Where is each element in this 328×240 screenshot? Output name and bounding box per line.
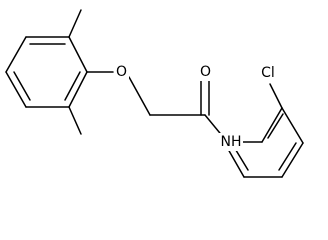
- ring-b-bond-3: [281, 142, 304, 178]
- ring-a-bond-5: [5, 36, 27, 73]
- ether-oxygen-to-methylene-bond: [128, 76, 151, 116]
- methyl-bond-top: [68, 9, 82, 38]
- ring-a-bond-2: [68, 71, 88, 108]
- chemical-structure-diagram: O O NH Cl: [5, 9, 304, 178]
- chlorine-label-bg: [256, 64, 280, 82]
- methyl-bond-bottom: [68, 106, 82, 135]
- ring-b-bond-2: [281, 107, 304, 144]
- acetamide-chain: [86, 71, 263, 143]
- atom-labels: O O NH Cl: [114, 63, 280, 151]
- ring-a-double-2: [64, 71, 81, 101]
- ether-oxygen-atom: O: [114, 63, 129, 81]
- ring-a-double-3: [13, 71, 31, 101]
- ring-a-bond-1: [68, 36, 88, 73]
- amide-nitrogen-label-bg: [219, 133, 243, 151]
- amide-nitrogen-label: NH: [221, 134, 242, 150]
- ether-oxygen-label-bg: [114, 63, 129, 81]
- chlorine-atom: Cl: [256, 64, 280, 82]
- ether-oxygen-label: O: [116, 64, 127, 80]
- ring-b-double-2: [278, 142, 297, 171]
- ring-a-bond-4: [5, 71, 27, 108]
- carbonyl-oxygen-label-bg: [198, 64, 213, 81]
- dimethylphenyl-ring: [5, 9, 88, 135]
- carbonyl-oxygen-label: O: [200, 64, 211, 80]
- ring-b-double-1: [267, 113, 284, 139]
- amide-nitrogen-atom: NH: [219, 133, 243, 151]
- carbonyl-oxygen-atom: O: [198, 64, 213, 81]
- chlorine-label: Cl: [261, 65, 275, 81]
- ring-b-bond-1: [261, 107, 283, 143]
- chlorine-bond: [269, 83, 283, 109]
- chlorophenyl-ring: [223, 83, 304, 178]
